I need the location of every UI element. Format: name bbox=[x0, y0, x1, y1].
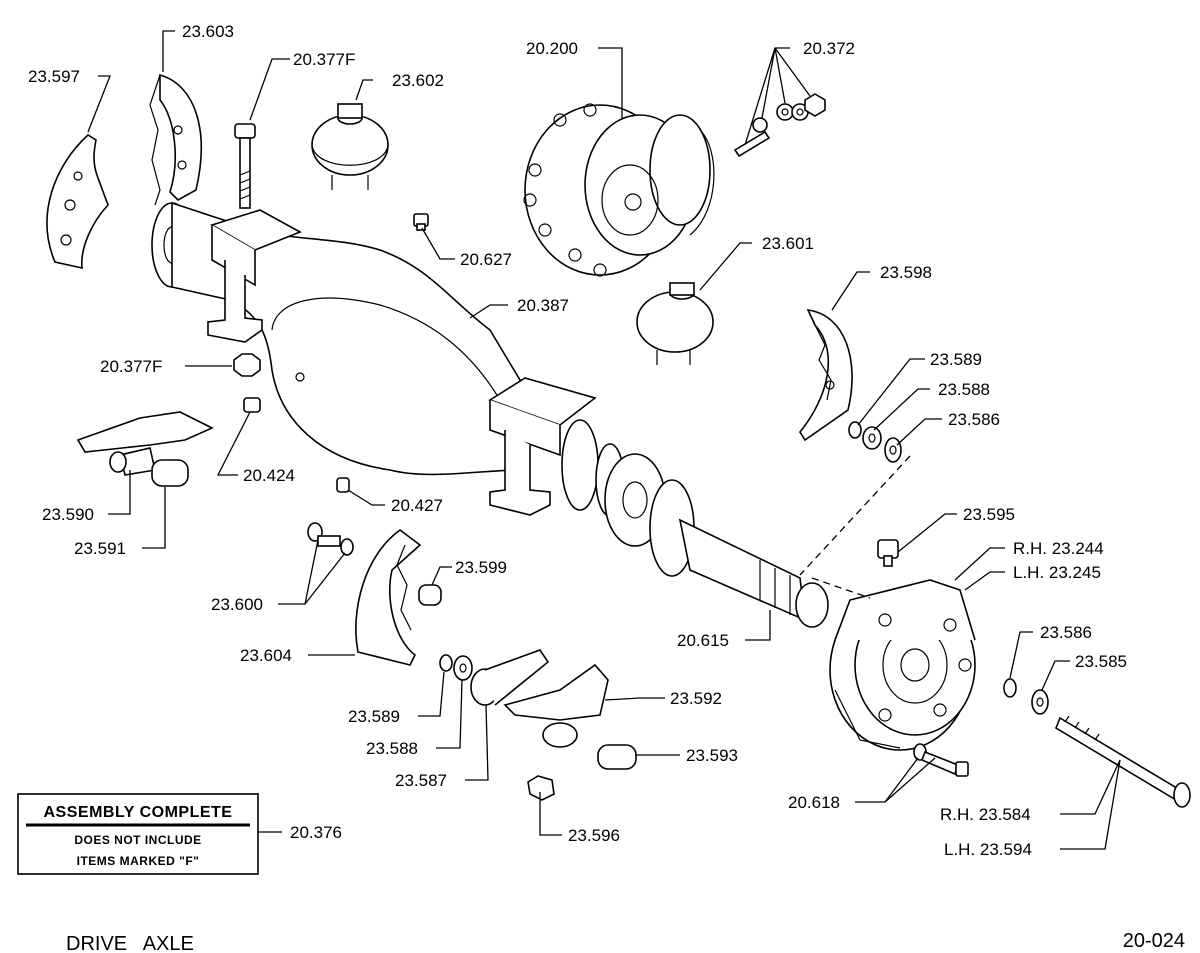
callout-23592: 23.592 bbox=[670, 689, 722, 708]
assembly-box-line1: DOES NOT INCLUDE bbox=[74, 833, 201, 847]
diagram-title: DRIVE AXLE bbox=[66, 933, 194, 953]
page-code: 20-024 bbox=[1123, 930, 1185, 952]
fill-plug-part bbox=[413, 213, 429, 231]
callout-23591: 23.591 bbox=[74, 539, 126, 558]
callout-23598: 23.598 bbox=[880, 263, 932, 282]
slack-adjuster-group-part bbox=[439, 649, 637, 801]
callout-23599: 23.599 bbox=[455, 558, 507, 577]
assembly-complete-box: ASSEMBLY COMPLETE DOES NOT INCLUDE ITEMS… bbox=[17, 793, 259, 875]
callout-20372: 20.372 bbox=[803, 39, 855, 58]
callout-23585: 23.585 bbox=[1075, 652, 1127, 671]
spring-seat-lower-part bbox=[636, 282, 714, 365]
brake-drum-assembly-part bbox=[829, 579, 976, 751]
assembly-box-line2: ITEMS MARKED "F" bbox=[77, 854, 200, 868]
callout-23588-lower: 23.588 bbox=[366, 739, 418, 758]
callout-23590: 23.590 bbox=[42, 505, 94, 524]
callout-20427: 20.427 bbox=[391, 496, 443, 515]
callout-20424: 20.424 bbox=[243, 466, 295, 485]
callout-rh-23244: R.H. 23.244 bbox=[1013, 539, 1104, 558]
dashed-alignment-line-upper bbox=[799, 455, 911, 576]
breather-fitting-part bbox=[243, 397, 261, 413]
leader-lines bbox=[87, 30, 1121, 850]
callout-23595: 23.595 bbox=[963, 505, 1015, 524]
stud-nut-set-part bbox=[733, 93, 826, 158]
u-bolt-stud-part bbox=[234, 123, 256, 209]
callout-23597: 23.597 bbox=[28, 67, 80, 86]
washer-set-lower-right-part bbox=[1003, 678, 1049, 715]
axle-housing-part bbox=[151, 201, 666, 547]
callout-23602: 23.602 bbox=[392, 71, 444, 90]
callout-lh-23245: L.H. 23.245 bbox=[1013, 563, 1101, 582]
mounting-bolt-part bbox=[913, 743, 969, 777]
brake-shoe-bottom-part bbox=[355, 529, 422, 666]
brake-shoe-top-left-part bbox=[149, 73, 202, 206]
callout-20627: 20.627 bbox=[460, 250, 512, 269]
callout-23586-lower: 23.586 bbox=[1040, 623, 1092, 642]
callout-23601: 23.601 bbox=[762, 234, 814, 253]
brake-shoe-right-part bbox=[799, 309, 853, 442]
callout-rh-23584: R.H. 23.584 bbox=[940, 805, 1031, 824]
brake-lining-left-part bbox=[46, 134, 109, 270]
callout-23586-right: 23.586 bbox=[948, 410, 1000, 429]
callout-lh-23594: L.H. 23.594 bbox=[944, 840, 1032, 859]
nut-part bbox=[233, 353, 261, 377]
spring-seat-upper-part bbox=[311, 103, 389, 190]
callout-20377f-top: 20.377F bbox=[293, 50, 355, 69]
callout-20615: 20.615 bbox=[677, 631, 729, 650]
grease-fitting-part bbox=[336, 477, 350, 493]
callout-20387: 20.387 bbox=[517, 296, 569, 315]
washer-set-right-part bbox=[848, 421, 902, 463]
callout-20618: 20.618 bbox=[788, 793, 840, 812]
callout-23588-right: 23.588 bbox=[938, 380, 990, 399]
callout-20200: 20.200 bbox=[526, 39, 578, 58]
callout-23596: 23.596 bbox=[568, 826, 620, 845]
differential-assembly-part bbox=[523, 103, 715, 277]
brake-fitting-part bbox=[877, 539, 899, 567]
callout-23589-lower: 23.589 bbox=[348, 707, 400, 726]
callout-23603: 23.603 bbox=[182, 22, 234, 41]
callout-23587: 23.587 bbox=[395, 771, 447, 790]
callout-20377f-nut: 20.377F bbox=[100, 357, 162, 376]
callout-23604: 23.604 bbox=[240, 646, 292, 665]
callout-23600: 23.600 bbox=[211, 595, 263, 614]
clevis-part bbox=[307, 522, 354, 556]
brake-camshaft-part bbox=[1055, 715, 1191, 808]
callout-23593: 23.593 bbox=[686, 746, 738, 765]
callout-20376: 20.376 bbox=[290, 823, 342, 842]
brake-bracket-left-part bbox=[76, 411, 214, 487]
assembly-box-title: ASSEMBLY COMPLETE bbox=[44, 804, 233, 821]
anchor-pin-part bbox=[418, 584, 442, 606]
axle-shaft-part bbox=[649, 479, 829, 628]
callout-23589-right: 23.589 bbox=[930, 350, 982, 369]
dashed-alignment-line-lower bbox=[811, 577, 871, 599]
